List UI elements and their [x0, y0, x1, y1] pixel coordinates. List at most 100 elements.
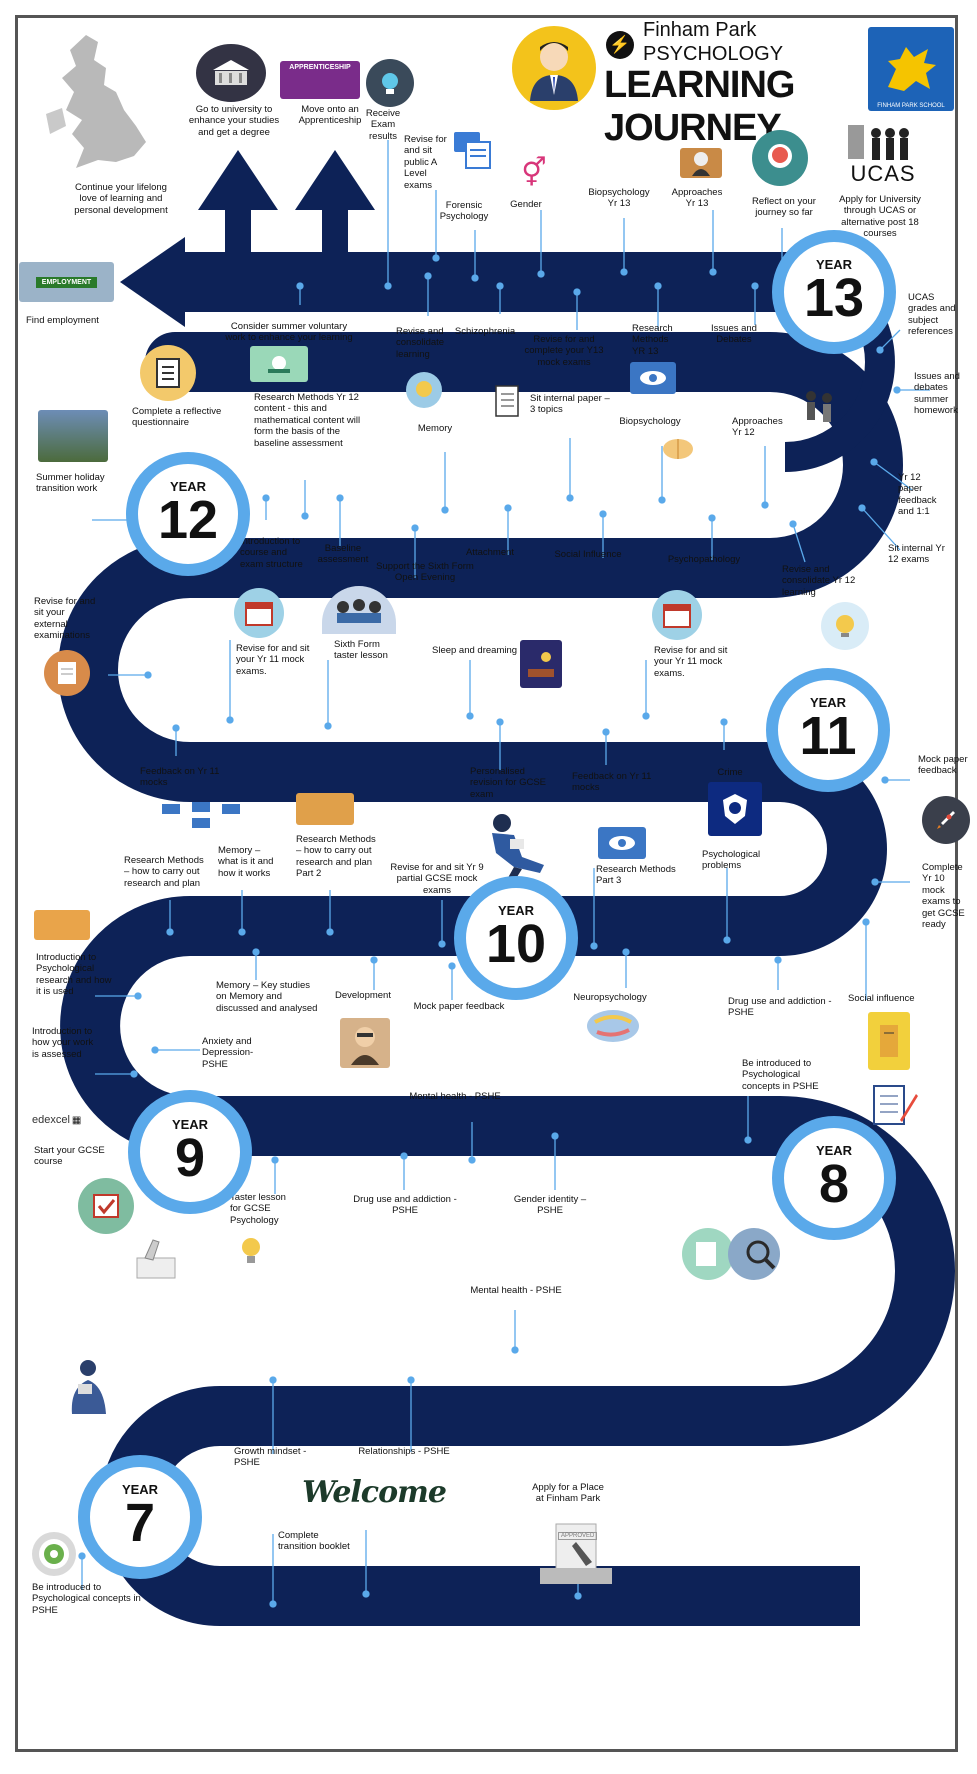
welcome-sign-icon: Welcome — [302, 1474, 447, 1510]
milestone-apply-place: Apply for a Place at Finham Park — [532, 1482, 604, 1505]
milestone-taster-sixth: Sixth Form taster lesson — [334, 639, 388, 662]
milestone-intro-course: Introduction to course and exam structur… — [240, 536, 303, 570]
milestone-rm-plan-b: Research Methods – how to carry out rese… — [296, 834, 376, 880]
checklist-icon — [140, 345, 196, 401]
road-arrowhead — [120, 237, 185, 327]
milestone-open-evening: Support the Sixth Form Open Evening — [376, 561, 474, 584]
brain-icon-small — [660, 436, 696, 462]
target-icon — [32, 1532, 76, 1576]
lightbulb-brain-icon — [821, 602, 869, 650]
milestone-yr9-mocks: Revise for and sit Yr 9 partial GCSE moc… — [390, 862, 484, 896]
flowchart-icon — [160, 800, 242, 830]
milestone-introduced8: Be introduced to Psychological concepts … — [742, 1058, 819, 1092]
study-photo — [34, 910, 90, 940]
arrow-apprenticeship — [295, 150, 375, 252]
portrait-photo — [340, 1018, 390, 1068]
milestone-university: Go to university to enhance your studies… — [188, 104, 280, 138]
milestone-memory-what: Memory – what is it and how it works — [218, 845, 274, 879]
milestone-reflect: Reflect on your journey so far — [752, 196, 816, 219]
milestone-schizophrenia: Schizophrenia — [454, 326, 516, 337]
milestone-taster-gcse: Taster lesson for GCSE Psychology — [230, 1192, 286, 1226]
brain-icon-large — [584, 1008, 642, 1044]
police-badge-icon — [708, 782, 762, 836]
milestone-personalised: Personalised revision for GCSE exam — [470, 766, 547, 800]
milestone-yr12-feedback: Yr 12 paper feedback and 1:1 — [898, 472, 937, 518]
milestone-revise-public: Revise for and sit public A Level exams — [404, 134, 447, 191]
employment-sign-icon: EMPLOYMENT — [19, 262, 114, 302]
milestone-approaches13: Approaches Yr 13 — [671, 187, 723, 210]
school-crest: FINHAM PARK SCHOOL — [868, 27, 954, 111]
milestone-baseline: Baseline assessment — [317, 543, 369, 566]
milestone-yr11-mocks-a: Revise for and sit your Yr 11 mock exams… — [236, 643, 310, 677]
edexcel-logo: edexcel▦ — [32, 1114, 82, 1126]
gender-symbols-icon: ⚥ — [521, 156, 547, 188]
uk-map-icon — [36, 30, 156, 180]
brain-bulb-icon — [406, 372, 442, 408]
milestone-mock-paper-feedback: Mock paper feedback — [918, 754, 968, 777]
milestone-issues-debates: Issues and Debates — [711, 323, 757, 346]
milestone-memory: Memory — [417, 423, 453, 434]
milestone-mental-health9: Mental health - PSHE — [409, 1091, 501, 1102]
milestone-feedback-mocks-b: Feedback on Yr 11 mocks — [572, 771, 652, 794]
sleeping-icon — [520, 640, 562, 688]
freud-portrait-icon — [680, 148, 722, 178]
apprenticeship-sign-icon: APPRENTICESHIP — [280, 61, 360, 99]
clipboard-pencil-icon — [866, 1078, 924, 1130]
lightbulb-icon — [236, 1234, 266, 1268]
milestone-drug-addiction9: Drug use and addiction - PSHE — [353, 1194, 457, 1217]
milestone-neuropsychology: Neuropsychology — [573, 992, 647, 1003]
milestone-biopsychology: Biopsychology — [619, 416, 681, 427]
milestone-yr11-mocks-b: Revise for and sit your Yr 11 mock exams… — [654, 645, 728, 679]
lightbulb-head-icon — [366, 59, 414, 107]
debate-figures-icon — [796, 386, 842, 430]
milestone-approaches12: Approaches Yr 12 — [732, 416, 783, 439]
paper-checklist-icon — [488, 382, 524, 420]
milestone-transition-booklet: Complete transition booklet — [278, 1530, 350, 1553]
milestone-crime: Crime — [717, 767, 743, 778]
milestone-psychopathology: Psychopathology — [667, 554, 741, 565]
milestone-rm12-content: Research Methods Yr 12 content - this an… — [254, 392, 361, 449]
research-photo — [296, 793, 354, 825]
milestone-relationships: Relationships - PSHE — [358, 1446, 450, 1457]
page-title: LEARNING JOURNEY — [604, 64, 795, 149]
milestone-issues-homework: Issues and debates summer homework — [914, 371, 960, 417]
summer-photo — [38, 410, 108, 462]
student-avatar-icon — [512, 26, 596, 110]
exam-papers-icon — [452, 130, 496, 170]
milestone-intro-assessed: Introduction to how your work is assesse… — [32, 1026, 94, 1060]
hand-writing-icon — [128, 1234, 184, 1284]
milestone-social-influence12: Social Influence — [554, 549, 622, 560]
milestone-rm-plan-a: Research Methods – how to carry out rese… — [124, 855, 204, 889]
milestone-memory-studies: Memory – Key studies on Memory and discu… — [216, 980, 318, 1014]
page-frame — [15, 15, 958, 1752]
ucas-logo: UCAS — [840, 120, 926, 190]
milestone-reflective-q: Complete a reflective questionnaire — [132, 406, 222, 429]
milestone-gender: Gender — [510, 199, 542, 210]
milestone-feedback-mocks-a: Feedback on Yr 11 mocks — [140, 766, 220, 789]
milestone-ucas-grades: UCAS grades and subject references — [908, 292, 956, 338]
document-icon — [44, 650, 90, 696]
milestone-summer-voluntary: Consider summer voluntary work to enhanc… — [225, 321, 353, 344]
milestone-revise-consolidate: Revise and consolidate learning — [396, 326, 445, 360]
milestone-find-employment: Find employment — [26, 315, 99, 326]
milestone-sleep: Sleep and dreaming — [432, 645, 518, 656]
milestone-yr10-mocks: Complete Yr 10 mock exams to get GCSE re… — [922, 862, 965, 930]
milestone-internal-paper: Sit internal paper – 3 topics — [530, 393, 610, 416]
milestone-anxiety: Anxiety and Depression- PSHE — [202, 1036, 254, 1070]
milestone-y13-mocks: Revise for and complete your Y13 mock ex… — [524, 334, 604, 368]
milestone-growth-mindset: Growth mindset - PSHE — [234, 1446, 307, 1469]
milestone-apprenticeship: Move onto an Apprenticeship — [298, 104, 362, 127]
milestone-revise-consolidate12: Revise and consolidate Yr 12 learning — [782, 564, 856, 598]
lightning-icon: ⚡ — [606, 31, 634, 59]
brain-head-icon — [752, 130, 808, 186]
university-icon — [196, 44, 266, 102]
research-methods-icon — [250, 346, 308, 382]
